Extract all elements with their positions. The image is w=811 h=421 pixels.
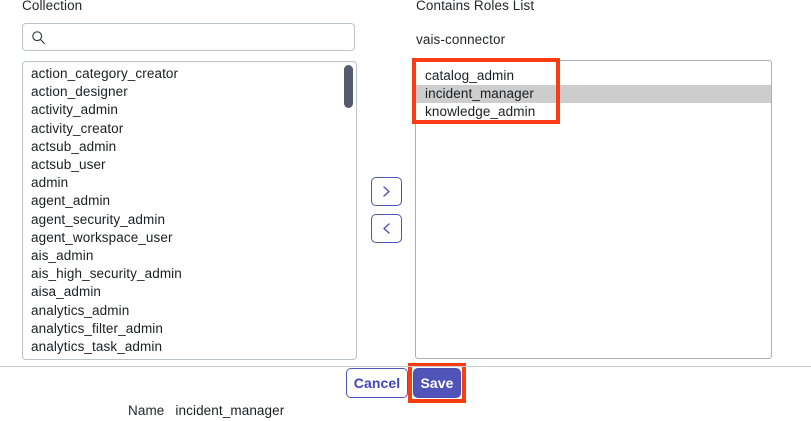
collection-option[interactable]: action_category_creator bbox=[31, 66, 179, 81]
collection-option[interactable]: activity_creator bbox=[31, 120, 124, 136]
remove-role-button[interactable] bbox=[371, 214, 402, 243]
collection-option[interactable]: action_designer bbox=[31, 84, 128, 100]
chevron-left-icon bbox=[383, 223, 390, 234]
chevron-right-icon bbox=[383, 186, 390, 197]
collection-scrollbar-thumb[interactable] bbox=[344, 65, 353, 108]
collection-option[interactable]: actsub_user bbox=[31, 157, 106, 173]
footer-divider bbox=[0, 366, 811, 367]
save-button[interactable]: Save bbox=[413, 368, 461, 398]
collection-option[interactable]: admin bbox=[31, 175, 69, 191]
collection-option[interactable]: agent_workspace_user bbox=[31, 229, 173, 245]
search-input[interactable] bbox=[46, 24, 354, 50]
collection-option[interactable]: activity_admin bbox=[31, 102, 118, 118]
collection-option[interactable]: analytics_filter_admin bbox=[31, 320, 164, 336]
add-role-button[interactable] bbox=[371, 177, 402, 206]
collection-option[interactable]: agent_security_admin bbox=[31, 211, 166, 227]
search-icon bbox=[32, 30, 45, 44]
contains-roles-list-label: Contains Roles List bbox=[416, 0, 535, 13]
collection-label: Collection bbox=[22, 0, 83, 13]
collection-option[interactable]: analytics_task_admin bbox=[31, 339, 163, 355]
contains-role-option-selected[interactable]: incident_manager bbox=[416, 85, 771, 104]
name-label: Name bbox=[128, 403, 165, 418]
name-value: incident_manager bbox=[175, 403, 285, 418]
contains-role-option[interactable]: knowledge_admin bbox=[425, 104, 536, 120]
collection-option[interactable]: analytics_admin bbox=[31, 302, 130, 318]
collection-option[interactable]: ais_high_security_admin bbox=[31, 266, 182, 282]
collection-option[interactable]: analytics_viewer bbox=[23, 356, 356, 359]
name-row: Name incident_manager bbox=[128, 403, 284, 418]
collection-option[interactable]: agent_admin bbox=[31, 193, 111, 209]
contains-role-option[interactable]: catalog_admin bbox=[425, 68, 515, 83]
collection-scrollbar[interactable] bbox=[344, 65, 353, 358]
collection-name-text: vais-connector bbox=[416, 32, 506, 47]
collection-option[interactable]: aisa_admin bbox=[31, 284, 102, 300]
collection-option[interactable]: ais_admin bbox=[31, 248, 94, 264]
cancel-button[interactable]: Cancel bbox=[346, 368, 408, 398]
collection-option[interactable]: actsub_admin bbox=[31, 138, 117, 154]
search-input-wrapper[interactable] bbox=[22, 23, 355, 51]
